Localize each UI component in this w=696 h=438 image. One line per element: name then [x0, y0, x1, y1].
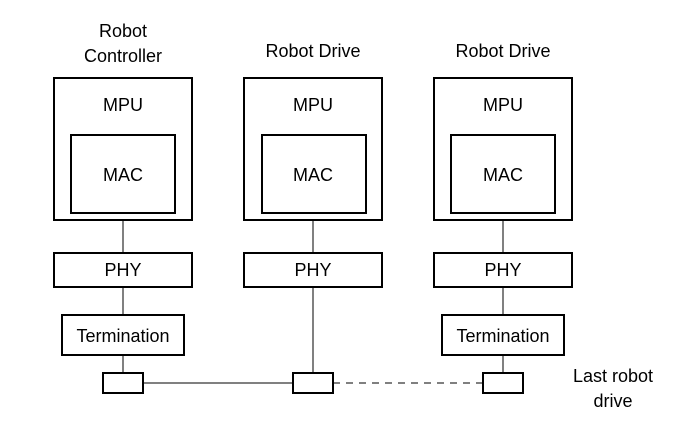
termination-block — [441, 314, 565, 356]
note-line-1: Last robot — [573, 366, 653, 386]
mac-label: MAC — [103, 165, 143, 185]
termination-block — [61, 314, 185, 356]
column-title-line-1: Robot — [99, 21, 147, 41]
mac-label: MAC — [483, 165, 523, 185]
phy-block — [433, 252, 573, 288]
mac-block — [70, 134, 176, 214]
robot-drive-column-2: Robot Drive MPU MAC PHY Termination — [433, 41, 573, 394]
phy-label: PHY — [484, 260, 521, 280]
mac-block — [450, 134, 556, 214]
bus-connector — [102, 372, 144, 394]
bus-connector — [482, 372, 524, 394]
mac-block — [261, 134, 367, 214]
termination-label: Termination — [76, 326, 169, 346]
column-title-line-2: Controller — [84, 46, 162, 66]
mac-label: MAC — [293, 165, 333, 185]
mpu-label: MPU — [293, 95, 333, 115]
mpu-label: MPU — [103, 95, 143, 115]
note-line-2: drive — [593, 391, 632, 411]
column-title: Robot Drive — [265, 41, 360, 61]
last-robot-drive-note: Last robot drive — [573, 366, 653, 411]
robot-drive-column-1: Robot Drive MPU MAC PHY — [243, 41, 383, 394]
phy-label: PHY — [294, 260, 331, 280]
termination-label: Termination — [456, 326, 549, 346]
mpu-label: MPU — [483, 95, 523, 115]
robot-controller-column: Robot Controller MPU MAC PHY Termination — [53, 21, 193, 394]
column-title: Robot Drive — [455, 41, 550, 61]
phy-block — [243, 252, 383, 288]
bus-connector — [292, 372, 334, 394]
phy-label: PHY — [104, 260, 141, 280]
